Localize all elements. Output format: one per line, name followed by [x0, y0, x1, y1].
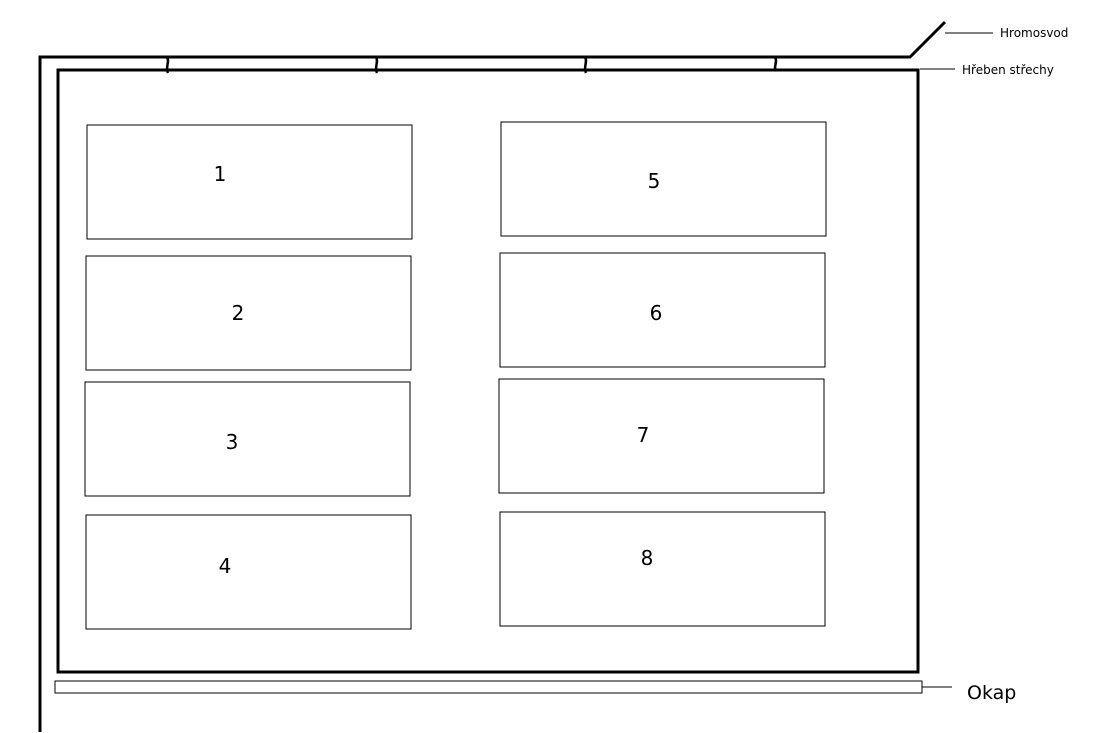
solar-panel-6-number: 6: [650, 301, 663, 325]
solar-panel-8: [499, 511, 826, 627]
solar-panel-1-number: 1: [214, 162, 227, 186]
solar-panel-5-number: 5: [648, 169, 661, 193]
solar-panel-6: [499, 252, 826, 368]
lightning-conductor-line: [38, 20, 947, 732]
roof-outline: [56, 68, 920, 674]
conductor-clip-3: [583, 56, 588, 74]
conductor-clip-1: [165, 56, 170, 74]
solar-panel-8-number: 8: [641, 546, 654, 570]
solar-panel-2: [85, 255, 412, 371]
solar-panel-7: [498, 378, 825, 494]
roof-ridge-label: Hřeben střechy: [962, 63, 1054, 77]
lightning-rod-label: Hromosvod: [1000, 26, 1068, 40]
conductor-clip-2: [374, 56, 379, 74]
solar-panel-7-number: 7: [637, 423, 650, 447]
solar-panel-4-number: 4: [219, 554, 232, 578]
eaves-label: Okap: [967, 682, 1016, 704]
solar-panel-3: [84, 381, 411, 497]
eaves-gutter: [54, 680, 923, 694]
solar-panel-5: [500, 121, 827, 237]
solar-panel-2-number: 2: [232, 301, 245, 325]
solar-panel-3-number: 3: [226, 430, 239, 454]
solar-panel-1: [86, 124, 413, 240]
solar-panel-4: [85, 514, 412, 630]
